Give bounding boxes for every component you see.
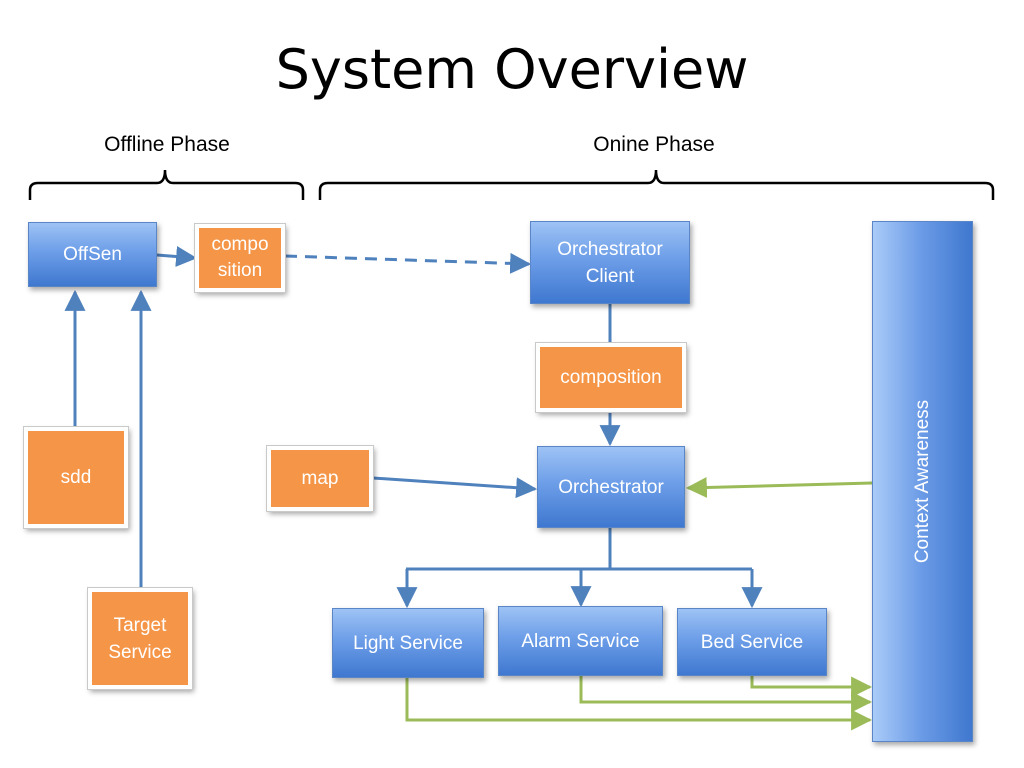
orchestrator-client-node[interactable]: Orchestrator Client (530, 221, 690, 304)
alarm-service-label: Alarm Service (521, 630, 640, 652)
orchestrator-client-label-line1: Orchestrator (557, 238, 663, 260)
online-phase-label: Onine Phase (593, 133, 715, 156)
context-awareness-node[interactable]: Context Awareness (872, 221, 973, 742)
light-to-context-arrow (405, 678, 873, 731)
target-service-label-line2: Service (108, 641, 172, 663)
target-service-label-line1: Target (113, 614, 167, 636)
offsen-node[interactable]: OffSen (28, 222, 157, 287)
offsen-label: OffSen (63, 244, 122, 265)
context-to-orchestrator-arrow (685, 476, 873, 498)
context-awareness-label: Context Awareness (912, 399, 934, 564)
light-service-node[interactable]: Light Service (332, 608, 484, 678)
map-to-orchestrator-arrow (372, 476, 538, 499)
bed-service-label: Bed Service (700, 631, 804, 653)
sdd-label: sdd (60, 467, 92, 488)
light-service-label: Light Service (353, 632, 463, 654)
orchestrator-node[interactable]: Orchestrator (537, 446, 685, 528)
page-title: System Overview (275, 38, 749, 101)
composition-small-label-line1: compo (211, 234, 269, 255)
sdd-node[interactable]: sdd (23, 426, 129, 529)
online-phase-brace (318, 169, 995, 200)
map-label: map (301, 468, 339, 489)
target-service-node[interactable]: Target Service (87, 587, 193, 690)
bed-to-context-arrow (750, 676, 873, 698)
map-node[interactable]: map (266, 445, 374, 512)
orchestrator-client-label-line2: Client (585, 265, 635, 287)
alarm-to-context-arrow (579, 676, 873, 713)
alarm-service-node[interactable]: Alarm Service (498, 606, 663, 676)
composition-small-node[interactable]: compo sition (194, 223, 286, 293)
orchestrator-label: Orchestrator (558, 476, 664, 498)
bed-service-node[interactable]: Bed Service (677, 608, 827, 676)
composition-small-label-line2: sition (217, 260, 263, 281)
offsen-to-composition-arrow (156, 246, 198, 267)
offline-phase-brace (28, 169, 305, 200)
composition-to-client-dashed-arrow (284, 252, 532, 274)
composition-node[interactable]: composition (535, 342, 687, 413)
composition-label: composition (560, 367, 662, 388)
offline-phase-label: Offline Phase (104, 133, 230, 156)
